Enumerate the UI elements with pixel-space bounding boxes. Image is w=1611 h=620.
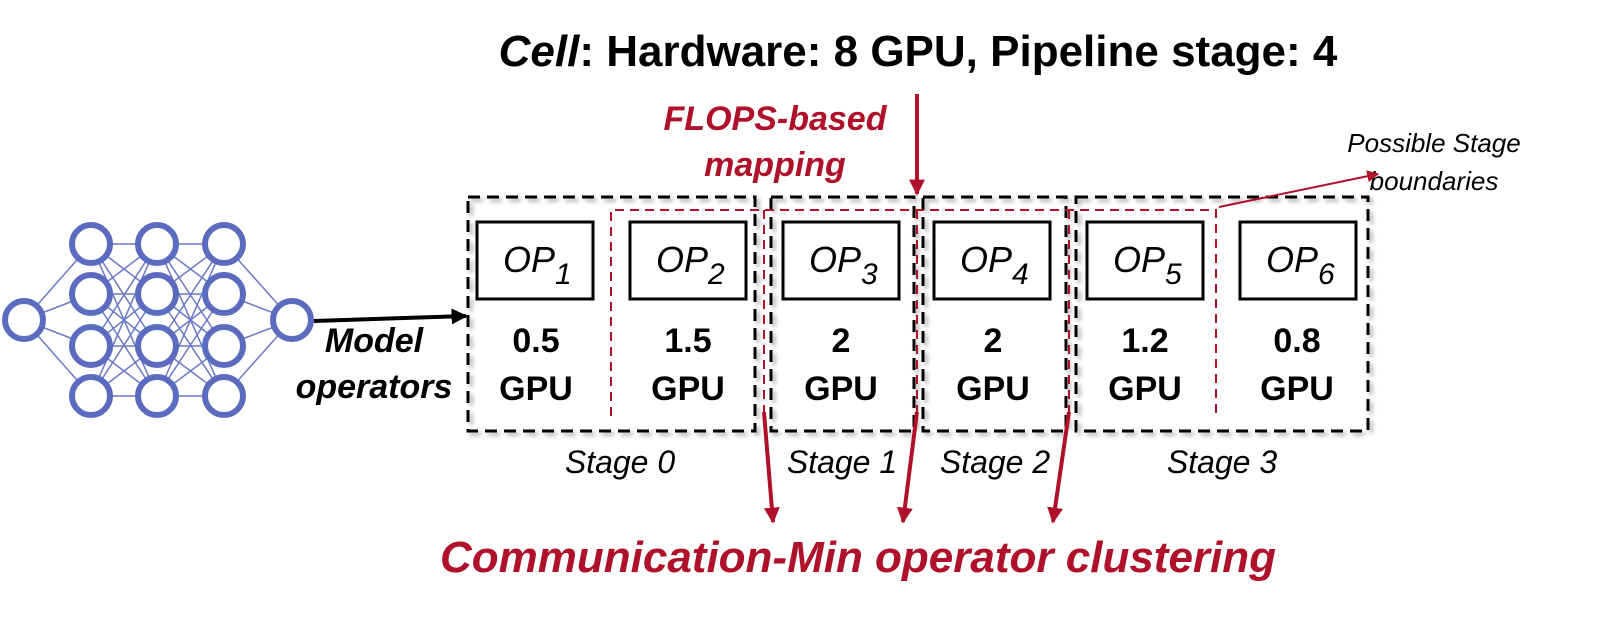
clustering-arrow-3 bbox=[1047, 411, 1071, 524]
diagram-title: Cell: Hardware: 8 GPU, Pipeline stage: 4 bbox=[499, 27, 1338, 76]
op-5-box bbox=[1085, 220, 1205, 301]
op-3-unit: GPU bbox=[804, 370, 878, 408]
op-4-label: OP4 bbox=[960, 239, 1029, 291]
model-to-cell-arrow bbox=[313, 308, 468, 325]
op-1-label: OP1 bbox=[503, 239, 572, 291]
op-2-amount: 1.5 bbox=[664, 322, 711, 360]
op-3-label: OP3 bbox=[809, 239, 878, 291]
op-6-label: OP6 bbox=[1266, 239, 1335, 291]
op-5-amount: 1.2 bbox=[1121, 322, 1168, 360]
op-2-label: OP2 bbox=[656, 239, 725, 291]
op-4-amount: 2 bbox=[984, 322, 1003, 360]
flops-label-line2: mapping bbox=[704, 146, 846, 184]
stage-1-label: Stage 1 bbox=[787, 444, 897, 480]
op-1-unit: GPU bbox=[499, 370, 573, 408]
title-rest: : Hardware: 8 GPU, Pipeline stage: 4 bbox=[579, 27, 1338, 76]
op-1-box bbox=[475, 220, 595, 301]
flops-label-line1: FLOPS-based bbox=[664, 100, 888, 138]
boundaries-pointer-arrow bbox=[1218, 170, 1380, 208]
op-2-box bbox=[628, 220, 748, 301]
stage-3-box bbox=[1074, 195, 1370, 433]
op-5-unit: GPU bbox=[1108, 370, 1182, 408]
boundaries-label-line1: Possible Stage bbox=[1347, 128, 1520, 158]
op-4-box bbox=[932, 220, 1052, 301]
stage-0-box bbox=[466, 195, 757, 433]
stage-2-box bbox=[921, 195, 1068, 433]
op-4-unit: GPU bbox=[956, 370, 1030, 408]
op-6-amount: 0.8 bbox=[1273, 322, 1320, 360]
model-label-line1: Model bbox=[325, 322, 425, 360]
stage-2-label: Stage 2 bbox=[940, 444, 1051, 480]
op-1-amount: 0.5 bbox=[512, 322, 559, 360]
clustering-arrow-1 bbox=[762, 411, 780, 524]
op-6-unit: GPU bbox=[1260, 370, 1334, 408]
op-5-label: OP5 bbox=[1113, 239, 1182, 291]
neural-network-icon bbox=[2, 222, 314, 418]
model-label-line2: operators bbox=[296, 368, 453, 406]
stage-3-label: Stage 3 bbox=[1167, 444, 1278, 480]
op-2-unit: GPU bbox=[651, 370, 725, 408]
title-lead: Cell bbox=[499, 27, 580, 76]
clustering-label: Communication-Min operator clustering bbox=[440, 533, 1276, 582]
stage-1-box bbox=[769, 195, 916, 433]
op-6-box bbox=[1238, 220, 1358, 301]
op-3-amount: 2 bbox=[832, 322, 851, 360]
clustering-arrow-2 bbox=[896, 411, 919, 524]
op-3-box bbox=[781, 220, 901, 301]
stage-0-label: Stage 0 bbox=[565, 444, 676, 480]
boundaries-label-line2: boundaries bbox=[1370, 166, 1499, 196]
